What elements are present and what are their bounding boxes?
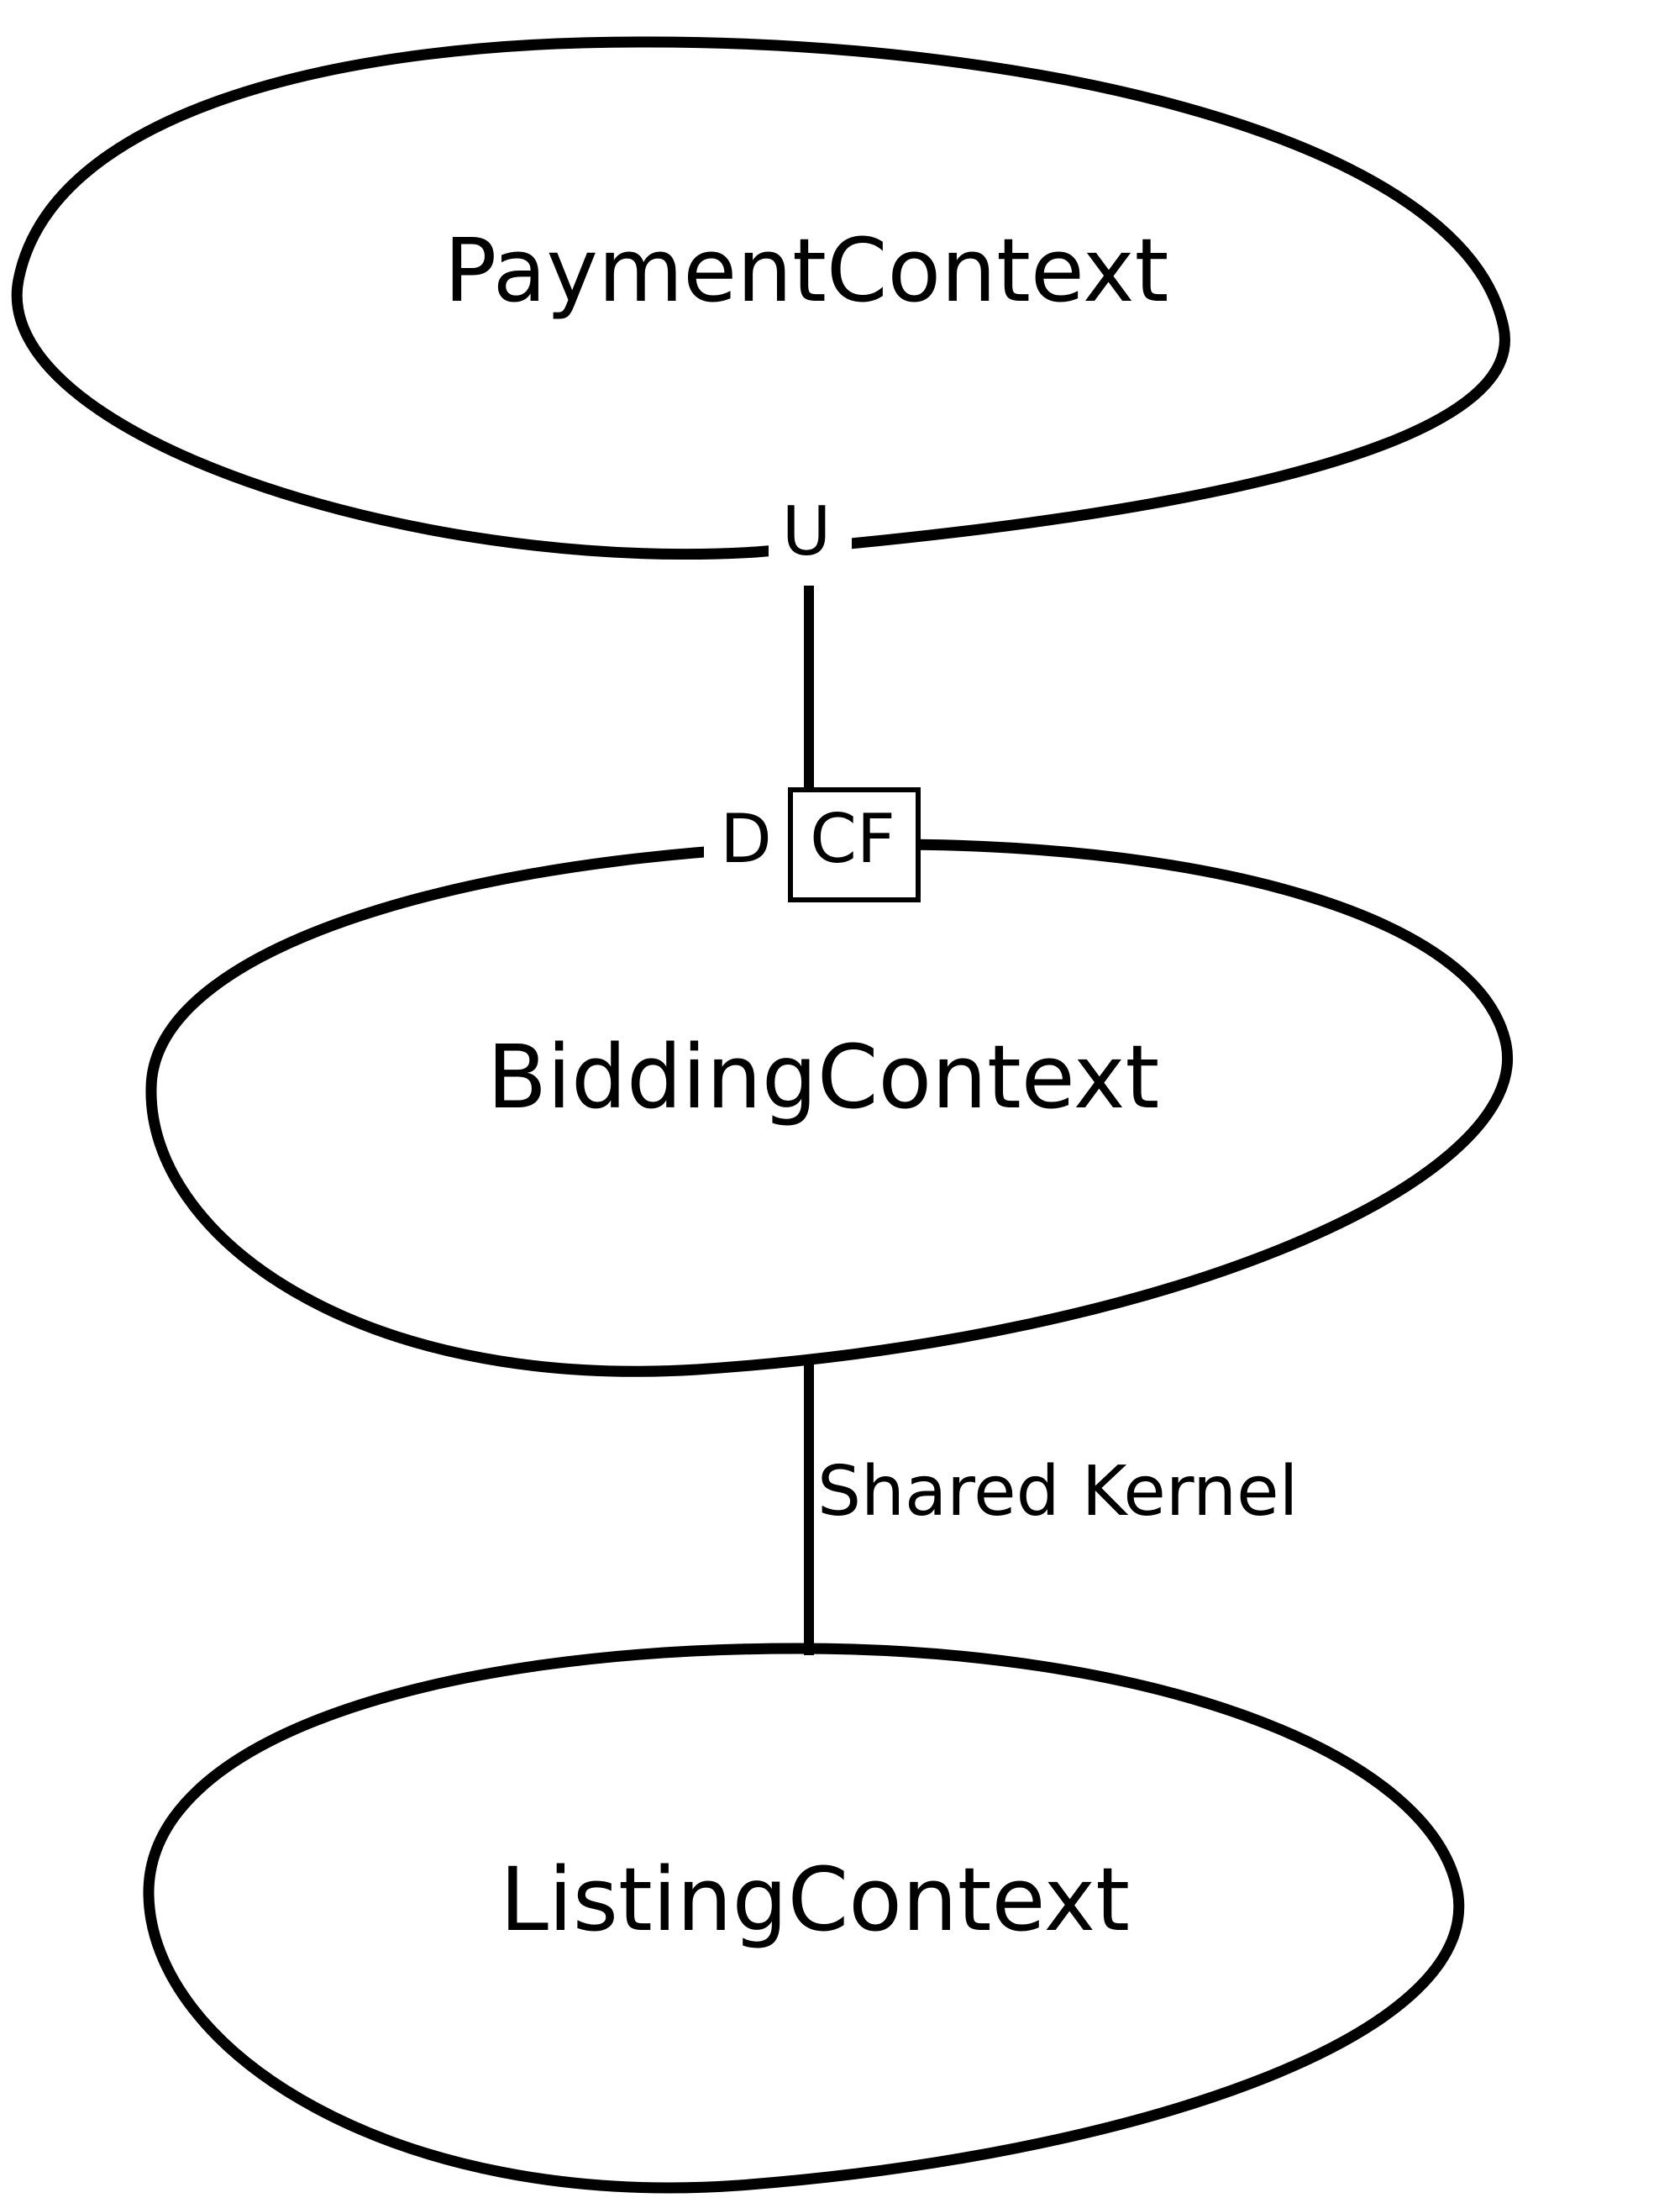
payment-context-shape — [11, 36, 1510, 560]
conformist-pattern-box — [788, 787, 921, 902]
bidding-context-shape — [145, 839, 1514, 1377]
payment-context-label: PaymentContext — [444, 219, 1169, 322]
downstream-marker: D — [720, 800, 772, 878]
listing-context-shape — [143, 1643, 1465, 2194]
bidding-context-label: BiddingContext — [487, 1026, 1160, 1128]
shared-kernel-label: Shared Kernel — [817, 1452, 1298, 1532]
listing-context-label: ListingContext — [500, 1848, 1130, 1951]
conformist-marker: CF — [810, 800, 895, 878]
upstream-marker-gap — [769, 490, 852, 571]
downstream-marker-gap — [704, 805, 790, 882]
upstream-marker: U — [782, 492, 832, 570]
